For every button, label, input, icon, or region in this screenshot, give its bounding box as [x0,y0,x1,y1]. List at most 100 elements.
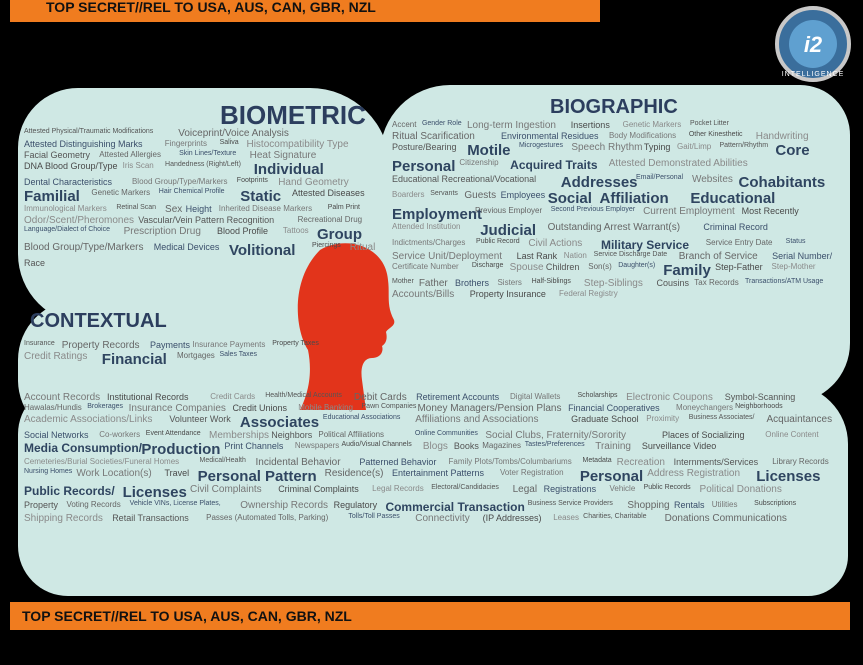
term-124: Property Taxes [272,340,319,347]
term-37: Blood Group/Type/Markers [24,242,144,253]
term-189: Work Location(s) [76,468,152,479]
term-96: Service Discharge Date [593,251,668,258]
term-14: Dental Characteristics [24,177,113,187]
term-201: Civil Complaints [190,484,262,495]
term-79: Previous Employer [475,206,543,215]
term-65: Attested Demonstrated Abilities [608,158,748,169]
term-229: Donations Communications [664,513,787,524]
term-91: Service Entry Date [705,238,773,247]
term-35: Tattoos [282,226,309,235]
term-29: Odor/Scent/Pheromones [24,215,135,226]
term-23: Immunological Markers [24,204,107,213]
term-190: Travel [164,468,190,478]
term-30: Vascular/Vein Pattern Recognition [138,215,275,225]
term-179: Cemeteries/Burial Societies/Funeral Home… [24,457,180,466]
term-176: Tastes/Preferences [524,441,585,448]
term-140: Brokerages [87,403,124,410]
term-178: Surveillance Video [641,441,717,451]
term-86: Criminal Record [703,222,768,232]
term-28: Palm Print [327,204,361,211]
term-219: Utilities [711,500,738,509]
term-100: Discharge [471,262,504,269]
term-7: Attested Allergies [99,150,161,159]
term-32: Language/Dialect of Choice [24,226,111,233]
term-111: Sisters [497,278,522,287]
term-27: Inherited Disease Markers [218,204,313,213]
term-108: Mother [392,278,414,285]
term-118: Property Insurance [469,289,546,299]
term-169: Production [141,441,221,458]
term-150: Volunteer Work [169,414,231,424]
term-77: Educational [690,190,776,207]
term-173: Blogs [422,441,448,452]
term-138: Symbol-Scanning [724,392,796,402]
term-157: Acquaintances [766,414,833,425]
term-208: Public Records [643,484,691,491]
term-49: Ritual Scarification [392,131,475,142]
term-113: Step-Siblings [583,278,643,289]
term-8: Skin Lines/Texture [179,150,237,157]
term-174: Books [453,441,479,451]
term-44: Gender Role [421,120,462,127]
term-123: Insurance Payments [192,340,266,349]
term-137: Electronic Coupons [626,392,713,403]
term-222: Retail Transactions [112,513,189,523]
term-66: Educational Recreational/Vocational [392,174,537,184]
term-175: Magazines [482,441,521,450]
term-24: Retinal Scan [116,204,157,211]
term-155: Proximity [646,414,680,423]
term-226: (IP Addresses) [482,513,542,523]
term-72: Servants [430,190,458,197]
term-122: Payments [149,340,190,350]
biographic-cloud [380,85,850,403]
i2-intelligence-logo: i2 INTELLIGENCE [775,6,851,82]
term-57: Speech Rhythm [571,142,643,153]
term-183: Family Plots/Tombs/Columbariums [448,457,572,466]
term-186: Internments/Services [673,457,759,467]
term-225: Connectivity [415,513,470,524]
term-195: Voter Registration [499,468,564,477]
term-193: Residence(s) [324,468,384,479]
term-85: Outstanding Arrest Warrant(s) [547,222,681,233]
term-51: Body Modifications [608,131,677,140]
term-192: Pattern [265,468,317,485]
term-152: Educational Associations [322,414,401,421]
term-199: Public Records/ [24,484,115,498]
human-head-silhouette [297,243,395,410]
term-36: Group [317,226,362,243]
term-180: Medical/Health [199,457,246,464]
term-53: Handwriting [755,131,809,142]
term-55: Motile [467,142,511,159]
term-181: Incidental Behavior [255,457,341,468]
term-202: Criminal Complaints [278,484,359,494]
term-158: Social Networks [24,430,89,440]
term-126: Financial [101,351,167,368]
term-97: Branch of Service [678,251,758,262]
term-112: Half-Siblings [531,278,571,285]
term-196: Personal [579,468,644,485]
term-10: DNA Blood Group/Type [24,161,118,171]
term-38: Medical Devices [153,242,220,252]
term-172: Audio/Visual Channels [341,441,412,448]
term-39: Volitional [229,242,296,259]
term-213: Ownership Records [240,500,329,511]
term-145: Money Managers/Pension Plans [417,403,562,414]
term-17: Hand Geometry [278,177,349,188]
term-115: Tax Records [694,278,739,287]
term-191: Personal [197,468,261,485]
term-139: Hawalas/Hundis [24,403,82,412]
term-227: Leases [553,513,579,522]
term-90: Military Service [600,238,690,252]
term-52: Other Kinesthetic [688,131,743,138]
term-125: Credit Ratings [24,351,88,362]
term-89: Civil Actions [528,238,583,249]
term-209: Political Donations [699,484,782,495]
term-21: Static [240,188,282,205]
term-1: Voiceprint/Voice Analysis [178,128,289,139]
term-26: Height [185,204,212,214]
term-20: Hair Chemical Profile [158,188,225,195]
term-60: Pattern/Rhythm [719,142,769,149]
term-33: Prescription Drug [123,226,201,237]
contextual-title: CONTEXTUAL [30,310,167,332]
term-5: Histocompatibility Type [246,139,349,150]
